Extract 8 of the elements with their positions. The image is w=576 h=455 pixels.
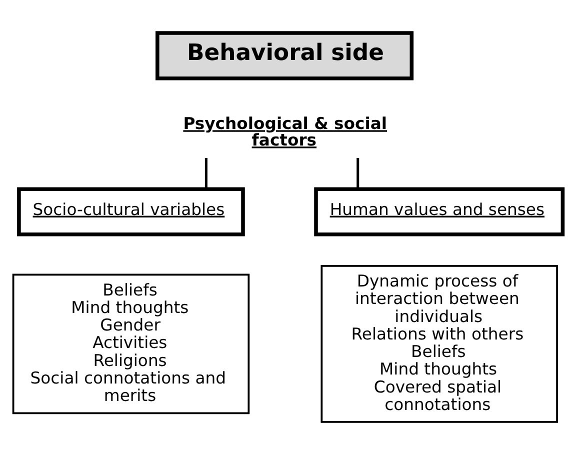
connector (356, 158, 360, 189)
node-box: Behavioral side (156, 31, 414, 80)
node-text: Psychological & social factors (183, 114, 388, 150)
connector (204, 158, 208, 189)
node-box: Socio-cultural variables (17, 187, 245, 236)
node-box: Beliefs Mind thoughts Gender Activities Religions Social connotations and merits (12, 274, 250, 414)
node-box: Human values and senses (314, 187, 565, 236)
node-box: Dynamic process of interaction between individuals Relations with others Beliefs Mind thoughts Covered spatial connotations (320, 264, 558, 423)
